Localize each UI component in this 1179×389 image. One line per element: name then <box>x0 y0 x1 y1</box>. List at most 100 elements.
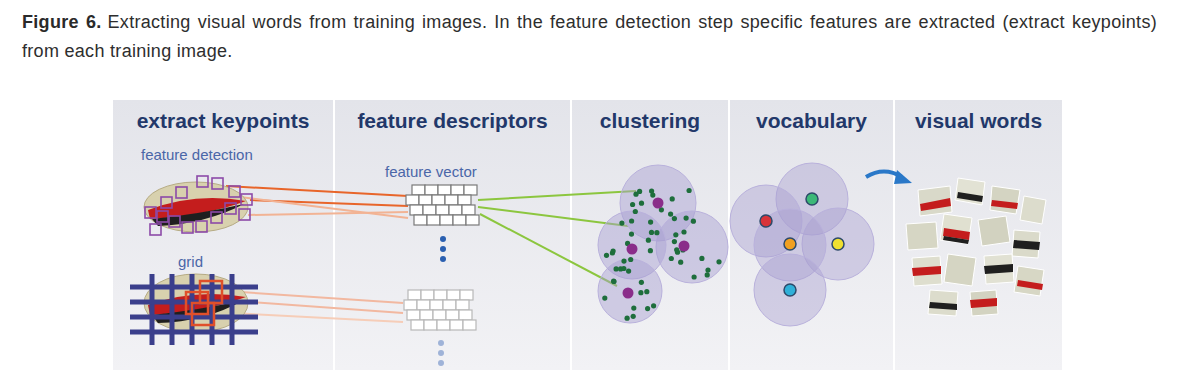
cluster-point <box>619 221 624 226</box>
cluster-point <box>699 256 704 261</box>
cluster-point <box>602 188 721 321</box>
feature-vector <box>464 185 477 195</box>
cluster-point <box>692 274 697 279</box>
column-panel: clustering <box>572 100 728 370</box>
feature-vector <box>451 185 464 195</box>
keypoint-square <box>150 224 161 235</box>
cluster-point <box>668 212 673 217</box>
figure-caption: Extracting visual words from training im… <box>22 12 1157 61</box>
patch-stripe <box>912 266 941 276</box>
cluster-point <box>626 269 631 274</box>
continuation-dots-pale <box>438 340 444 346</box>
feature-vector <box>427 215 440 225</box>
cluster-point <box>602 296 607 301</box>
feature-vector-pale <box>437 320 450 330</box>
cluster-point <box>649 230 654 235</box>
keypoint-square <box>157 211 168 222</box>
continuation-dots <box>440 236 446 242</box>
panel-ground <box>730 100 893 370</box>
cluster-point <box>649 189 654 194</box>
image-patch <box>978 216 1010 246</box>
feature-vector <box>406 185 479 225</box>
feature-vector <box>414 215 427 225</box>
keypoint-square <box>176 187 187 198</box>
feature-vector-pale <box>407 310 420 320</box>
keypoint-square <box>212 178 223 189</box>
visual-word-dot <box>760 215 772 227</box>
feature-vector-pale <box>411 320 424 330</box>
figure-number: Figure 6. <box>22 12 102 32</box>
feature-vector-pale <box>421 290 434 300</box>
panel-ground <box>113 100 1062 370</box>
column-panel: feature descriptors <box>335 100 570 370</box>
visual-word-dot <box>784 238 796 250</box>
feature-vector-pale <box>463 320 476 330</box>
visual-word-dot <box>832 238 844 250</box>
cluster-circle <box>598 165 728 323</box>
continuation-dots-pale <box>438 340 444 366</box>
cluster-point <box>611 279 616 284</box>
grid-lines <box>130 330 258 335</box>
keypoint-lines <box>226 186 408 196</box>
image-patch <box>944 254 976 286</box>
cluster-point <box>681 229 686 234</box>
keypoint-square <box>169 216 180 227</box>
column-heading: vocabulary <box>730 100 893 133</box>
cluster-point <box>633 209 638 214</box>
cluster-point <box>621 266 626 271</box>
patch-stripe <box>957 192 983 202</box>
cluster-point <box>673 232 678 237</box>
patch-stripe <box>929 302 957 310</box>
feature-vector <box>406 195 419 205</box>
feature-vector-pale <box>434 290 447 300</box>
cluster-point <box>678 260 683 265</box>
panel-ground <box>113 100 333 370</box>
feature-vector-pale <box>433 310 446 320</box>
cluster-center <box>653 198 664 209</box>
cluster-circle <box>598 259 662 323</box>
feature-vector <box>425 185 438 195</box>
keypoint-square <box>229 186 240 197</box>
cluster-point <box>638 290 643 295</box>
cluster-point <box>691 219 696 224</box>
feature-vector-pale <box>404 290 476 330</box>
feature-vector-pale <box>456 300 469 310</box>
image-patch <box>1020 196 1046 224</box>
cluster-point <box>644 289 649 294</box>
keypoint-square <box>239 209 250 220</box>
feature-vector <box>445 195 458 205</box>
continuation-dots <box>440 236 446 262</box>
keypoint-square <box>145 176 252 235</box>
cluster-point <box>672 216 677 221</box>
cluster-point <box>604 253 609 258</box>
grid-lines <box>130 285 258 290</box>
patch-stripe <box>984 264 1013 274</box>
cluster-point <box>629 232 634 237</box>
cluster-point <box>611 278 616 283</box>
sub-label: feature vector <box>385 163 477 180</box>
cluster-point <box>629 218 634 223</box>
feature-vector-pale <box>424 320 437 330</box>
image-patch <box>912 256 942 286</box>
transition-arrow <box>894 170 912 184</box>
column-panel: visual words <box>895 100 1062 370</box>
feature-vector-pale <box>430 300 443 310</box>
cluster-point <box>687 188 692 193</box>
keypoint-square <box>241 194 252 205</box>
image-patch <box>984 254 1014 284</box>
cluster-center <box>679 241 690 252</box>
feature-vector-pale <box>460 290 473 300</box>
keypoint-square <box>145 207 156 218</box>
feature-vector-pale <box>408 290 421 300</box>
feature-vector-pale <box>443 300 456 310</box>
feature-vector-pale <box>404 300 417 310</box>
cluster-center <box>623 288 634 299</box>
cluster-point <box>631 306 636 311</box>
cluster-point <box>628 257 633 262</box>
cluster-point <box>672 239 677 244</box>
cluster-point <box>654 230 659 235</box>
cluster-point <box>705 268 710 273</box>
keypoint-square <box>225 203 236 214</box>
cluster-point <box>646 238 651 243</box>
